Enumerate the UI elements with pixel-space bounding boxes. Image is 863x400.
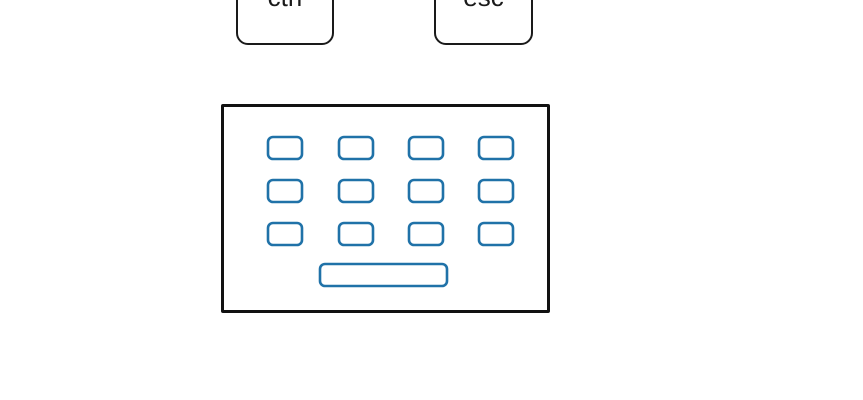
keyboard-icon-key [266, 178, 304, 204]
esc-key-label: esc [463, 0, 503, 10]
keyboard-icon-spacebar [318, 262, 449, 288]
keyboard-toggle-button[interactable] [221, 104, 550, 313]
keyboard-icon-key [477, 178, 515, 204]
keyboard-icon-key [337, 221, 375, 247]
ctrl-key-label: ctrl [268, 0, 303, 10]
keyboard-icon-key [477, 135, 515, 161]
keyboard-icon-key [407, 135, 445, 161]
keyboard-icon-key [477, 221, 515, 247]
keyboard-icon-key [337, 178, 375, 204]
keyboard-icon-key [407, 178, 445, 204]
keyboard-icon-key [337, 135, 375, 161]
esc-key-button[interactable]: esc [434, 0, 533, 45]
keyboard-icon-key [266, 135, 304, 161]
keyboard-icon-key [266, 221, 304, 247]
keyboard-icon [266, 135, 515, 288]
keyboard-icon-key [407, 221, 445, 247]
ctrl-key-button[interactable]: ctrl [236, 0, 334, 45]
